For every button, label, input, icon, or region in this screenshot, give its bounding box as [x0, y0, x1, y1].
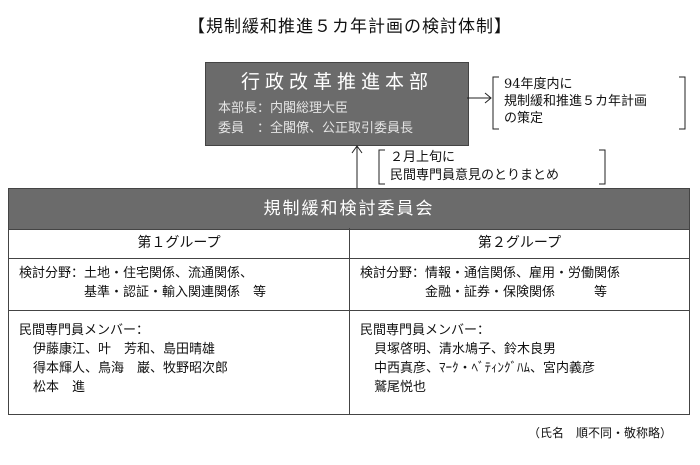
- right-note-right-bracket: [679, 76, 686, 130]
- group-1-member-line: 伊藤康江、叶 芳和、島田晴雄: [33, 342, 216, 357]
- group-1-member-line: 松本 進: [33, 380, 86, 395]
- mid-note-left-bracket: [378, 149, 385, 185]
- table-divider-vertical: [349, 228, 350, 414]
- mid-note-line-2: 民間専門員意見のとりまとめ: [390, 168, 560, 183]
- mid-note-line-1: ２月上旬に: [390, 150, 456, 165]
- group-1-members-label: 民間専門員メンバー：: [19, 323, 150, 338]
- mid-note-right-bracket: [599, 149, 606, 185]
- group-1-member-line: 得本輝人、鳥海 巌、牧野昭次郎: [33, 361, 229, 376]
- group-2-member-line: 鷲尾悦也: [374, 380, 427, 395]
- group-1-fields-line-1: 検討分野：土地・住宅関係、流通関係、: [19, 266, 254, 281]
- group-2-fields-line-1: 検討分野：情報・通信関係、雇用・労働関係: [360, 266, 621, 281]
- right-note-line-3: の策定: [504, 111, 544, 126]
- groups-table: 第１グループ 第２グループ 検討分野：土地・住宅関係、流通関係、 基準・認証・輸…: [8, 228, 690, 415]
- group-2-member-line: 中西真彦、ﾏｰｸ・ﾍﾞﾃｨﾝｸﾞﾊﾑ、宮内義彦: [374, 361, 596, 376]
- group-1-fields-line-2: 基準・認証・輸入関連関係 等: [19, 285, 267, 300]
- table-divider-header: [9, 258, 689, 259]
- table-divider-fields: [9, 310, 689, 311]
- hq-box: 行政改革推進本部 本部長：内閣総理大臣 委員 ：全閣僚、公正取引委員長: [205, 62, 469, 146]
- hq-members: 委員 ：全閣僚、公正取引委員長: [218, 121, 414, 136]
- footnote: （氏名 順不同・敬称略）: [527, 426, 672, 440]
- right-note: 94年度内に 規制緩和推進５カ年計画 の策定: [492, 74, 690, 134]
- group-2-label: 第２グループ: [477, 235, 562, 251]
- group-2-fields-line-2: 金融・証券・保険関係 等: [360, 285, 608, 300]
- group-1-label: 第１グループ: [137, 235, 221, 251]
- hq-head: 本部長：内閣総理大臣: [218, 101, 349, 116]
- right-note-line-2: 規制緩和推進５カ年計画: [504, 94, 648, 109]
- committee-header: 規制緩和検討委員会: [8, 188, 690, 230]
- right-note-left-bracket: [492, 76, 499, 130]
- right-arrow: [467, 92, 492, 104]
- right-note-line-1: 94年度内に: [504, 77, 573, 92]
- hq-name: 行政改革推進本部: [240, 71, 433, 93]
- diagram-title: 【規制緩和推進５カ年計画の検討体制】: [188, 17, 512, 37]
- mid-note: ２月上旬に 民間専門員意見のとりまとめ: [378, 148, 608, 186]
- group-2-members-label: 民間専門員メンバー：: [360, 323, 491, 338]
- group-2-member-line: 貝塚啓明、清水鳩子、鈴木良男: [374, 342, 557, 357]
- up-arrow: [351, 145, 363, 188]
